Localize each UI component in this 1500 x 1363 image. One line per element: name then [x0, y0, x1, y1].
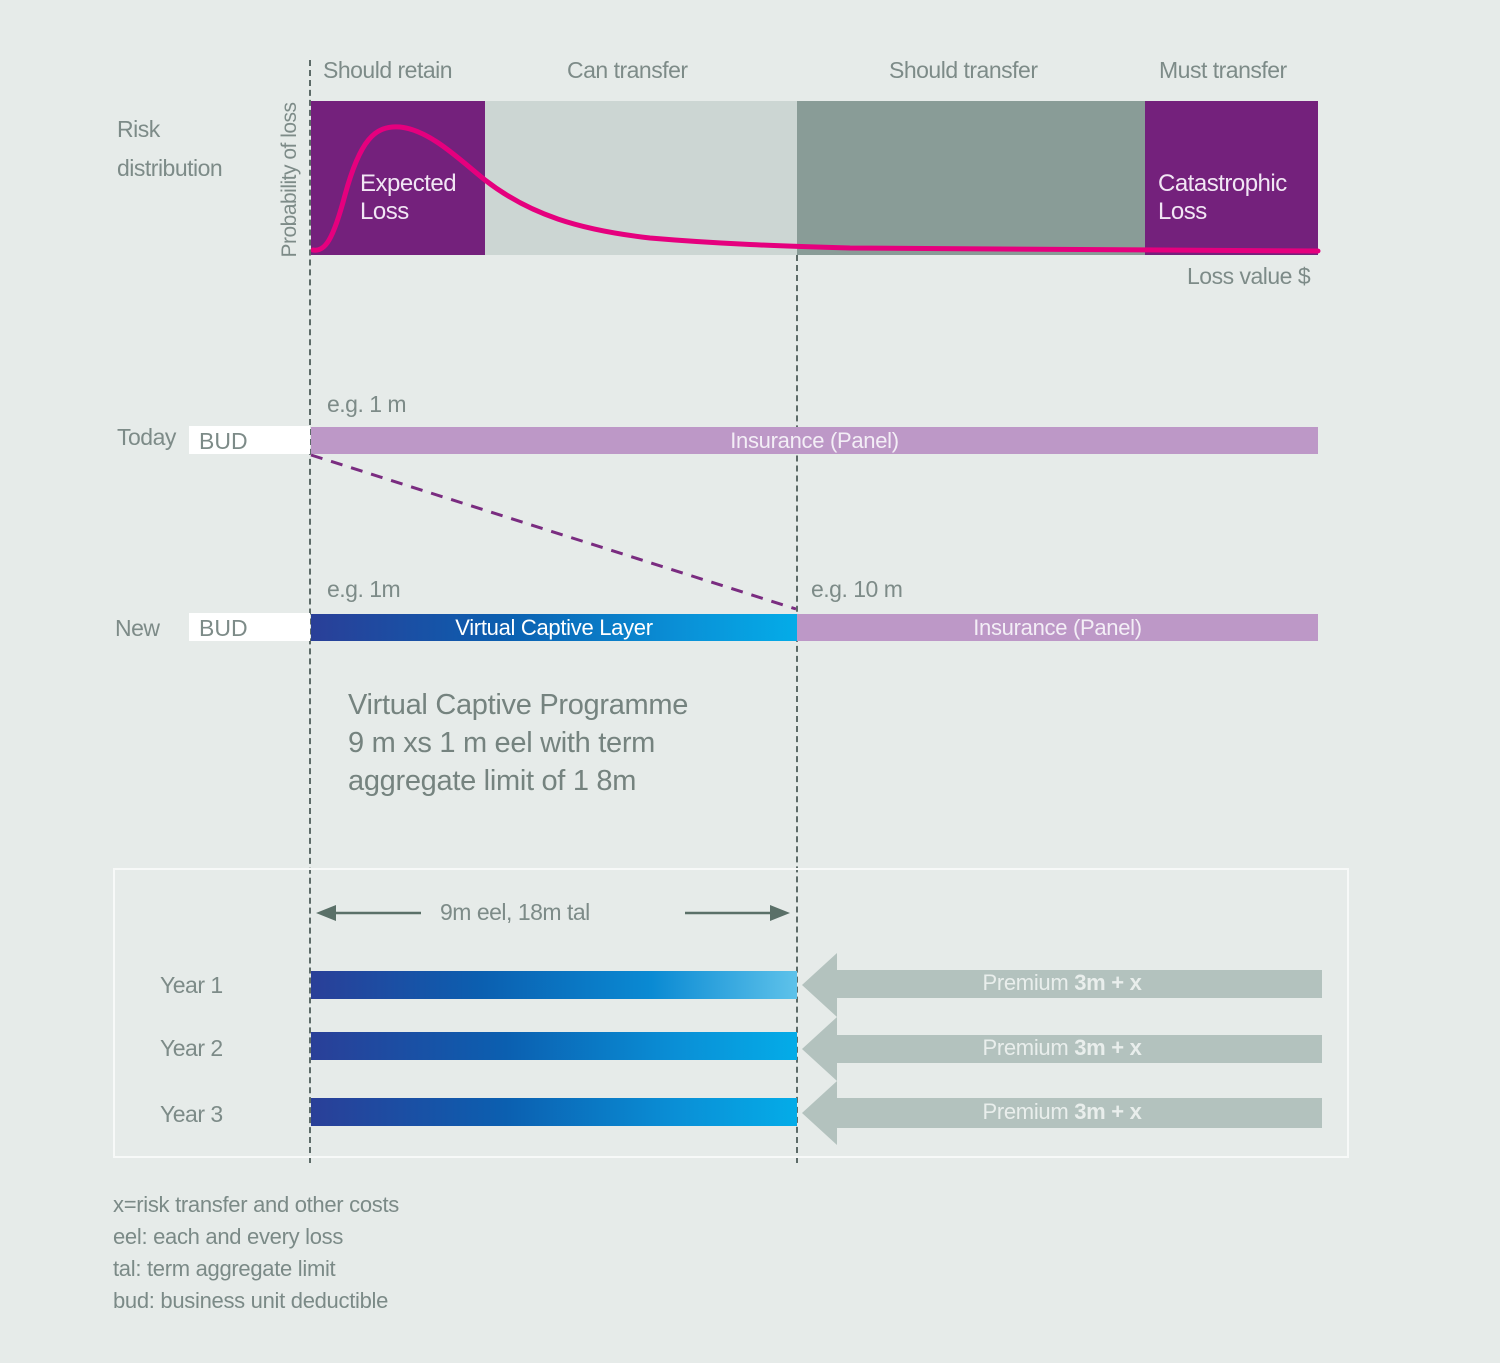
column-header-can-transfer: Can transfer: [567, 57, 688, 83]
catastrophic-loss-label: Catastrophic Loss: [1158, 170, 1287, 225]
legend-item-bud: bud: business unit deductible: [113, 1288, 389, 1313]
column-header-should-retain: Should retain: [323, 57, 453, 83]
today-insurance-bar: Insurance (Panel): [311, 427, 1318, 454]
segment-must-transfer: [1145, 101, 1318, 255]
span-arrows: [316, 905, 790, 921]
guide-line-retention: [309, 60, 311, 1163]
new-row-label: New: [115, 615, 160, 641]
segment-should-transfer: [797, 101, 1145, 255]
programme-description: Virtual Captive Programme 9 m xs 1 m eel…: [348, 686, 688, 800]
risk-distribution-label-line1: Risk: [117, 116, 160, 142]
column-header-should-transfer: Should transfer: [889, 57, 1038, 83]
years-panel: [113, 868, 1349, 1158]
today-insurance-label: Insurance (Panel): [730, 428, 899, 453]
arrow-left-icon: [802, 953, 1322, 1017]
arrow-left-icon: [802, 1081, 1322, 1145]
new-threshold-label-2: e.g. 10 m: [811, 576, 903, 602]
year-2-captive-bar: [311, 1032, 797, 1060]
today-row-label: Today: [117, 424, 176, 450]
new-bud-box: BUD: [189, 613, 310, 641]
legend-item-tal: tal: term aggregate limit: [113, 1256, 336, 1281]
year-1-premium-label: Premium 3m + x: [982, 970, 1142, 995]
programme-line-2: 9 m xs 1 m eel with term: [348, 727, 656, 759]
year-2-premium-arrow: Premium 3m + x: [802, 1017, 1322, 1081]
x-axis-label: Loss value $: [1187, 263, 1311, 289]
column-header-must-transfer: Must transfer: [1159, 57, 1287, 83]
year-3-captive-bar: [311, 1098, 797, 1126]
loss-distribution-curve: [310, 124, 1321, 254]
segment-can-transfer: [485, 101, 797, 255]
new-insurance-label: Insurance (Panel): [973, 615, 1142, 640]
legend: x=risk transfer and other costs eel: eac…: [113, 1189, 399, 1317]
year-3-premium-arrow: Premium 3m + x: [802, 1081, 1322, 1145]
virtual-captive-layer-bar: Virtual Captive Layer: [311, 614, 797, 641]
new-threshold-label-1: e.g. 1m: [327, 576, 401, 602]
programme-line-3: aggregate limit of 1 8m: [348, 765, 637, 797]
risk-distribution-label-line2: distribution: [117, 155, 223, 181]
guide-line-captive-limit: [796, 255, 798, 1163]
today-threshold-label: e.g. 1 m: [327, 391, 407, 417]
year-2-premium-label: Premium 3m + x: [982, 1035, 1142, 1060]
year-1-label: Year 1: [160, 972, 223, 998]
diagonal-connector: [310, 453, 797, 611]
year-3-label: Year 3: [160, 1101, 223, 1127]
year-1-captive-bar: [311, 971, 797, 999]
year-2-label: Year 2: [160, 1035, 223, 1061]
legend-item-x: x=risk transfer and other costs: [113, 1192, 399, 1217]
span-label: 9m eel, 18m tal: [440, 899, 590, 925]
today-bud-box: BUD: [189, 426, 310, 454]
new-insurance-bar: Insurance (Panel): [797, 614, 1318, 641]
year-1-premium-arrow: Premium 3m + x: [802, 953, 1322, 1017]
virtual-captive-layer-label: Virtual Captive Layer: [455, 615, 653, 640]
expected-loss-label: Expected Loss: [360, 170, 457, 225]
legend-item-eel: eel: each and every loss: [113, 1224, 344, 1249]
year-3-premium-label: Premium 3m + x: [982, 1099, 1142, 1124]
arrow-left-icon: [802, 1017, 1322, 1081]
programme-line-1: Virtual Captive Programme: [348, 689, 689, 721]
